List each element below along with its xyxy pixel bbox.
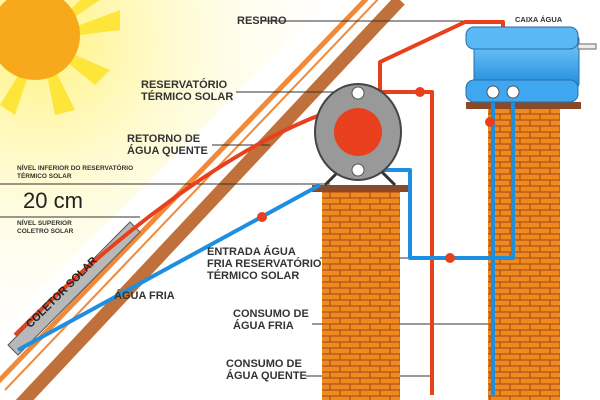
label-reservatorio: RESERVATÓRIO TÉRMICO SOLAR (141, 79, 234, 103)
brick-column-left (322, 190, 400, 400)
cold-entry-pipe (17, 183, 321, 352)
thermal-reservoir (314, 83, 402, 187)
valve (485, 117, 495, 127)
valve (257, 212, 267, 222)
brick-column-right (488, 108, 560, 400)
hot-consumption-pipe (360, 90, 434, 395)
roof-beam (15, 0, 405, 400)
label-caixa-agua: CAIXA ÁGUA (515, 15, 563, 24)
valve (445, 253, 455, 263)
water-tank (465, 26, 597, 103)
label-retorno: RETORNO DE ÁGUA QUENTE (127, 133, 208, 157)
label-agua-fria: ÁGUA FRIA (114, 290, 175, 302)
sun-icon (0, 0, 120, 115)
valve (415, 87, 425, 97)
label-nivel-inferior: NÍVEL INFERIOR DO RESERVATÓRIO TÉRMICO S… (17, 165, 134, 180)
label-consumo-quente: CONSUMO DE ÁGUA QUENTE (226, 358, 307, 382)
sun-glow (0, 0, 330, 330)
label-respiro: RESPIRO (237, 15, 287, 27)
label-distance: 20 cm (23, 188, 83, 213)
vent-pipe (378, 20, 505, 92)
hot-return-pipe (13, 113, 321, 337)
cold-feed-pipe (360, 92, 515, 260)
label-nivel-superior: NÍVEL SUPERIOR COLETRO SOLAR (17, 220, 74, 235)
label-entrada: ENTRADA ÁGUA FRIA RESERVATÓRIO TÉRMICO S… (207, 246, 322, 282)
label-consumo-fria: CONSUMO DE ÁGUA FRIA (233, 308, 309, 332)
